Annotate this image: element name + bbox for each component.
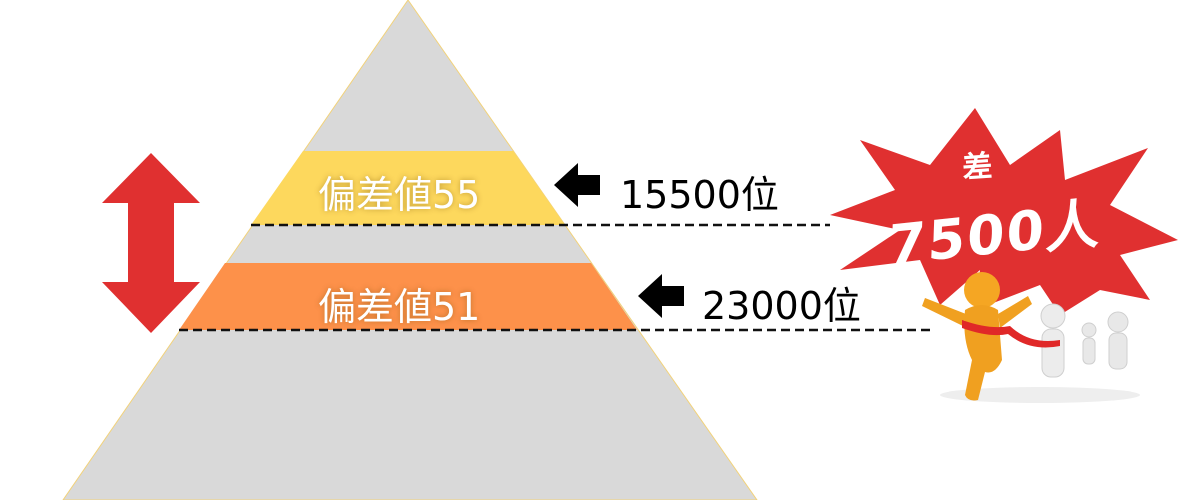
burst-difference-label: 差 <box>961 148 994 186</box>
pyramid <box>62 0 758 500</box>
rank-label-55: 15500位 <box>620 173 779 217</box>
band-deviation-55 <box>251 151 565 225</box>
band-label-51: 偏差値51 <box>318 285 481 329</box>
left-arrow-icon <box>554 163 600 207</box>
band-label-55: 偏差値55 <box>318 173 481 217</box>
burst-shape <box>830 108 1178 315</box>
runners-finish-line-illustration <box>922 272 1140 403</box>
band-deviation-51 <box>179 263 637 330</box>
rank-label-51: 23000位 <box>702 284 861 328</box>
up-down-arrow-icon <box>102 153 200 333</box>
left-arrow-icon <box>638 274 684 318</box>
